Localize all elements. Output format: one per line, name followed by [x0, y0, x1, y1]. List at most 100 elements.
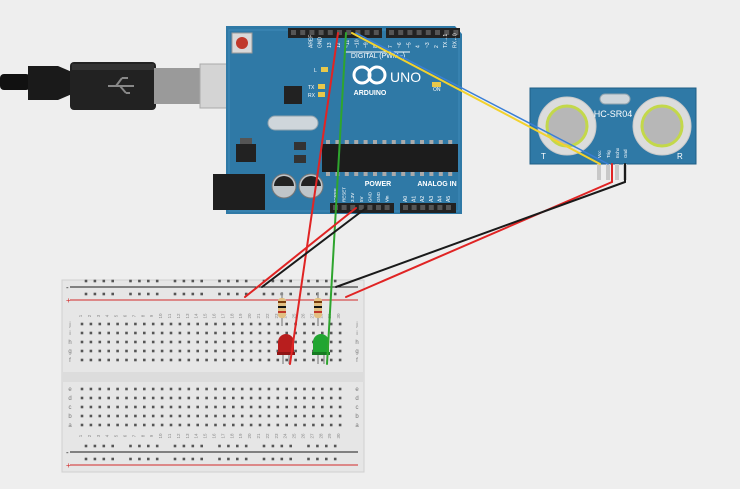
row-letter: h	[355, 340, 358, 346]
header-pin[interactable]	[411, 205, 417, 210]
sensor-pin[interactable]	[597, 164, 601, 180]
wire-red[interactable]	[289, 32, 339, 365]
header-pin[interactable]	[291, 30, 296, 35]
header-pin[interactable]	[435, 30, 440, 35]
wire-red[interactable]	[345, 181, 613, 298]
pin-label: ~10	[354, 39, 360, 48]
pin-label: A3	[429, 196, 435, 202]
resistor[interactable]	[314, 292, 322, 326]
column-number: 11	[167, 433, 172, 438]
usb-chip	[284, 86, 302, 104]
rail-minus-label: -	[66, 283, 69, 292]
row-letter: d	[68, 396, 71, 402]
pin-label: ~11	[345, 40, 351, 48]
row-letter: b	[355, 414, 359, 420]
column-number: 22	[265, 313, 270, 319]
header-pin[interactable]	[355, 30, 361, 35]
header-pin[interactable]	[398, 30, 404, 35]
sensor-pin[interactable]	[615, 164, 619, 180]
row-letter: f	[69, 358, 71, 364]
column-number: 27	[309, 433, 314, 439]
header-pin[interactable]	[300, 30, 306, 35]
pin-label: ~3	[425, 42, 431, 48]
wire-yellow[interactable]	[351, 32, 601, 165]
header-pin[interactable]	[367, 205, 373, 210]
column-number: 25	[292, 433, 297, 439]
column-number: 19	[238, 313, 243, 319]
column-number: 9	[149, 314, 154, 317]
pin-label: Echo	[615, 147, 620, 158]
header-pin[interactable]	[425, 30, 431, 35]
header-pin[interactable]	[327, 30, 333, 35]
sensor-pin[interactable]	[606, 164, 610, 180]
power-header[interactable]	[330, 203, 456, 213]
usb-cable[interactable]	[0, 62, 235, 110]
column-number: 30	[336, 313, 341, 319]
header-pin[interactable]	[350, 205, 356, 210]
receiver-transducer	[632, 96, 692, 156]
wire-black[interactable]	[335, 181, 626, 288]
header-pin[interactable]	[341, 205, 347, 210]
column-number: 1	[78, 314, 83, 317]
column-number: 5	[114, 314, 119, 317]
wire-red[interactable]	[244, 207, 357, 298]
header-pin[interactable]	[437, 205, 443, 210]
header-pin[interactable]	[318, 30, 324, 35]
column-number: 18	[229, 433, 234, 439]
header-pin[interactable]	[384, 205, 390, 210]
header-pin[interactable]	[364, 30, 370, 35]
voltage-regulator	[236, 144, 256, 162]
header-pin[interactable]	[453, 30, 459, 35]
resistor[interactable]	[278, 292, 286, 326]
header-pin[interactable]	[337, 30, 342, 35]
header-pin[interactable]	[416, 30, 422, 35]
pin-label: A4	[437, 196, 443, 202]
header-pin[interactable]	[376, 205, 381, 210]
pin-label: GND	[376, 191, 381, 202]
atmega-chip	[322, 140, 458, 176]
pin-label: A5	[446, 196, 452, 202]
header-pin[interactable]	[444, 30, 450, 35]
wire-blue[interactable]	[355, 32, 609, 165]
column-number: 4	[105, 314, 110, 317]
sensor-name: HC-SR04	[594, 109, 633, 119]
column-number: 8	[140, 434, 145, 437]
column-number: 26	[301, 433, 306, 439]
transmitter-transducer	[537, 96, 597, 156]
column-number: 11	[167, 313, 172, 318]
power-jack[interactable]	[213, 174, 265, 210]
column-number: 3	[96, 314, 101, 317]
wire-black[interactable]	[261, 207, 367, 288]
column-number: 20	[247, 433, 252, 439]
header-pin[interactable]	[420, 205, 426, 210]
header-pin[interactable]	[309, 30, 315, 35]
row-letter: h	[68, 340, 71, 346]
header-pin[interactable]	[428, 205, 434, 210]
reset-button[interactable]	[231, 32, 253, 54]
header-pin[interactable]	[346, 30, 352, 35]
digital-header[interactable]	[288, 28, 460, 38]
wire-green[interactable]	[326, 32, 347, 365]
header-pin[interactable]	[373, 30, 379, 35]
capacitor	[271, 173, 297, 199]
wires[interactable]	[244, 32, 626, 365]
header-pin[interactable]	[358, 205, 364, 210]
row-letter: d	[355, 396, 358, 402]
red-led[interactable]	[277, 334, 295, 364]
power-label: POWER	[365, 181, 391, 188]
column-number: 21	[256, 433, 261, 439]
header-pin[interactable]	[446, 205, 451, 210]
row-letter: i	[356, 331, 357, 337]
header-pin[interactable]	[407, 30, 413, 35]
column-number: 15	[203, 313, 208, 319]
on-label: ON	[433, 87, 441, 93]
green-led[interactable]	[312, 334, 330, 364]
row-letter: e	[355, 387, 359, 393]
header-pin[interactable]	[389, 30, 394, 35]
header-pin[interactable]	[403, 205, 408, 210]
